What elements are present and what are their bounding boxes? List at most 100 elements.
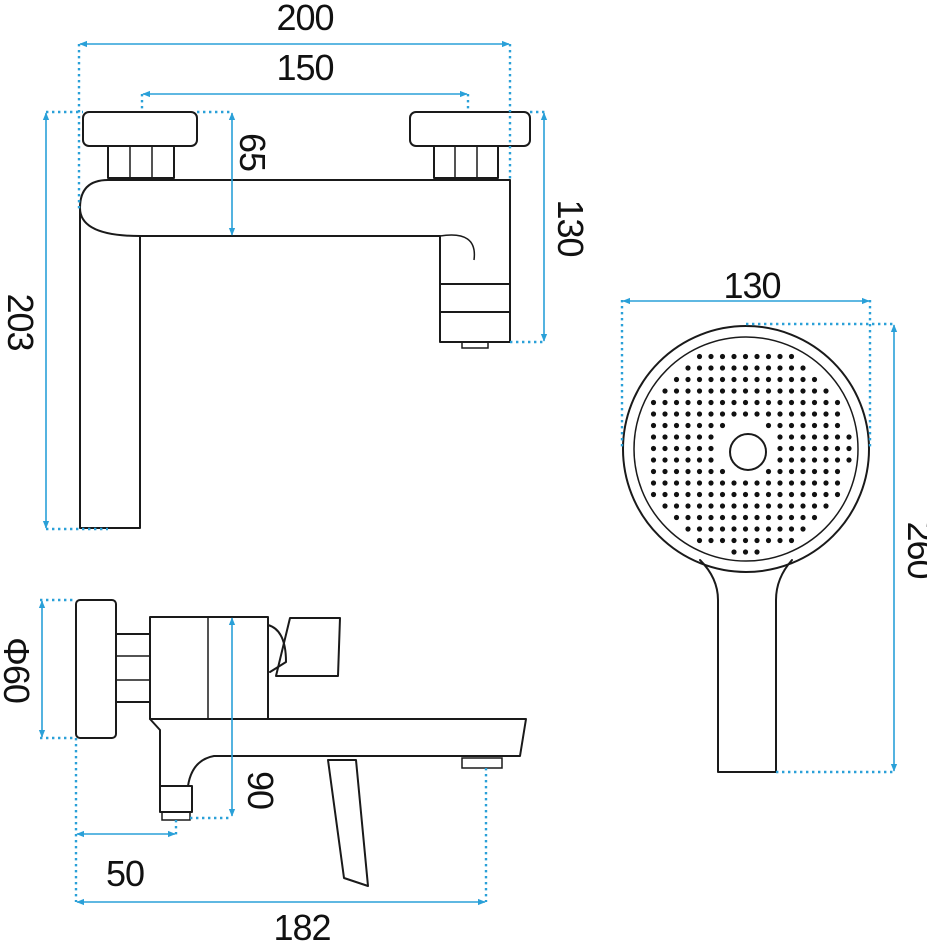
nozzle-dot	[834, 445, 841, 452]
nozzle-dot	[731, 399, 737, 406]
nozzle-dot	[685, 480, 691, 486]
nozzle-dot	[673, 411, 680, 417]
nozzle-dot	[742, 491, 749, 498]
left-escutcheon	[82, 111, 198, 147]
nozzle-dot	[765, 353, 772, 360]
nozzle-dot	[765, 514, 772, 521]
right-nut	[433, 145, 499, 179]
nozzle-dot	[765, 526, 772, 532]
nozzle-dot	[673, 388, 680, 394]
nozzle-dot	[708, 365, 714, 371]
nozzle-dot	[823, 491, 829, 498]
center-button	[729, 433, 767, 471]
nozzle-dot	[708, 399, 714, 406]
nozzle-dot	[765, 388, 772, 394]
nozzle-dot	[719, 411, 726, 417]
nozzle-dot	[754, 526, 760, 532]
nozzle-dot	[742, 411, 749, 417]
nozzle-dot	[765, 376, 772, 383]
nozzle-dot	[685, 399, 691, 406]
nozzle-dot	[811, 411, 818, 417]
nozzle-dot	[685, 434, 691, 440]
nozzle-dot	[788, 434, 795, 440]
nozzle-dot	[673, 422, 680, 429]
nozzle-dot	[811, 434, 818, 440]
nozzle-dot	[650, 468, 657, 475]
nozzle-dot	[754, 411, 760, 417]
nozzle-dot	[811, 503, 818, 509]
nozzle-dot	[823, 399, 829, 406]
nozzle-dot	[834, 411, 841, 417]
nozzle-dot	[662, 434, 668, 440]
nozzle-dot	[742, 503, 749, 509]
nozzle-dot	[777, 468, 783, 475]
nozzle-dot	[719, 514, 726, 521]
nozzle-grid	[650, 353, 852, 555]
nozzle-dot	[834, 468, 841, 475]
nozzle-dot	[788, 422, 795, 429]
nozzle-dot	[685, 514, 691, 521]
nozzle-dot	[731, 549, 737, 555]
nozzle-dot	[765, 468, 772, 475]
nozzle-dot	[777, 388, 783, 394]
nozzle-dot	[800, 422, 806, 429]
cartridge-housing	[149, 616, 269, 720]
nozzle-dot	[811, 388, 818, 394]
nozzle-dot	[708, 376, 714, 383]
nozzle-dot	[685, 445, 691, 452]
nozzle-dot	[696, 388, 703, 394]
nozzle-dot	[754, 537, 760, 544]
nozzle-dot	[777, 353, 783, 360]
nozzle-dot	[800, 434, 806, 440]
shower-handle	[699, 559, 793, 773]
nozzle-dot	[673, 376, 680, 383]
nozzle-dot	[800, 514, 806, 521]
lever-profile	[267, 624, 287, 673]
nozzle-dot	[719, 376, 726, 383]
nozzle-dot	[731, 491, 737, 498]
nozzle-dot	[788, 468, 795, 475]
nozzle-dot	[708, 445, 714, 452]
nozzle-dot	[777, 514, 783, 521]
nozzle-dot	[788, 411, 795, 417]
nozzle-dot	[685, 388, 691, 394]
top-view-dimensions: 200 150 65 130 203	[0, 0, 591, 531]
nozzle-dot	[696, 491, 703, 498]
nozzle-dot	[696, 445, 703, 452]
nozzle-dot	[685, 491, 691, 498]
nozzle-dot	[685, 468, 691, 475]
nozzle-dot	[742, 365, 749, 371]
dim-length-260: 260	[900, 521, 927, 578]
nozzle-dot	[662, 480, 668, 486]
nozzle-dot	[719, 491, 726, 498]
nozzle-dot	[777, 445, 783, 452]
hand-shower	[622, 325, 870, 773]
nozzle-dot	[719, 480, 726, 486]
nozzle-dot	[731, 514, 737, 521]
nozzle-dot	[765, 480, 772, 486]
nozzle-dot	[754, 503, 760, 509]
nozzle-dot	[650, 445, 657, 452]
nozzle-dot	[800, 376, 806, 383]
nozzle-dot	[777, 434, 783, 440]
nozzle-dot	[811, 468, 818, 475]
nozzle-dot	[800, 445, 806, 452]
nozzle-dot	[834, 491, 841, 498]
nozzle-dot	[696, 457, 703, 463]
nozzle-dot	[800, 491, 806, 498]
nozzle-dot	[708, 353, 714, 360]
nozzle-dot	[800, 365, 806, 371]
nozzle-dot	[742, 353, 749, 360]
nozzle-dot	[708, 422, 714, 429]
nozzle-dot	[777, 365, 783, 371]
nozzle-dot	[662, 411, 668, 417]
nozzle-dot	[823, 411, 829, 417]
nozzle-dot	[777, 411, 783, 417]
dim-height-203: 203	[0, 293, 41, 350]
nozzle-dot	[662, 445, 668, 452]
dim-width-200: 200	[276, 0, 333, 38]
nozzle-dot	[800, 468, 806, 475]
nozzle-dot	[788, 388, 795, 394]
right-escutcheon	[409, 111, 531, 147]
nozzle-dot	[673, 491, 680, 498]
